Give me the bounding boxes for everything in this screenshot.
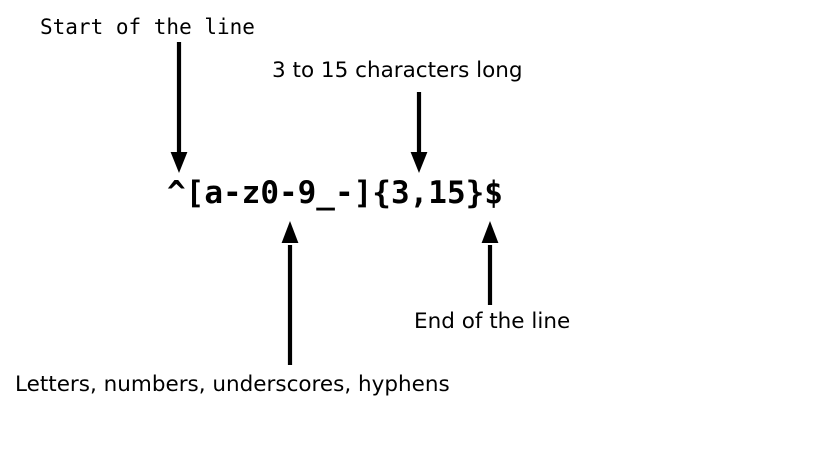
arrow-to-caret-icon (170, 40, 188, 176)
arrow-to-character-class-icon (281, 219, 299, 367)
regex-pattern-text: ^[a-z0-9_-]{3,15}$ (167, 175, 503, 211)
annotation-label-start-of-line: Start of the line (40, 15, 255, 39)
arrow-to-quantifier-icon (410, 90, 428, 176)
clipped-text-fragment: : (0, 374, 1, 396)
annotation-label-end-of-line: End of the line (414, 309, 571, 334)
arrow-to-dollar-icon (481, 219, 499, 307)
annotation-label-character-class: Letters, numbers, underscores, hyphens (15, 372, 450, 397)
annotation-label-length: 3 to 15 characters long (272, 58, 523, 83)
